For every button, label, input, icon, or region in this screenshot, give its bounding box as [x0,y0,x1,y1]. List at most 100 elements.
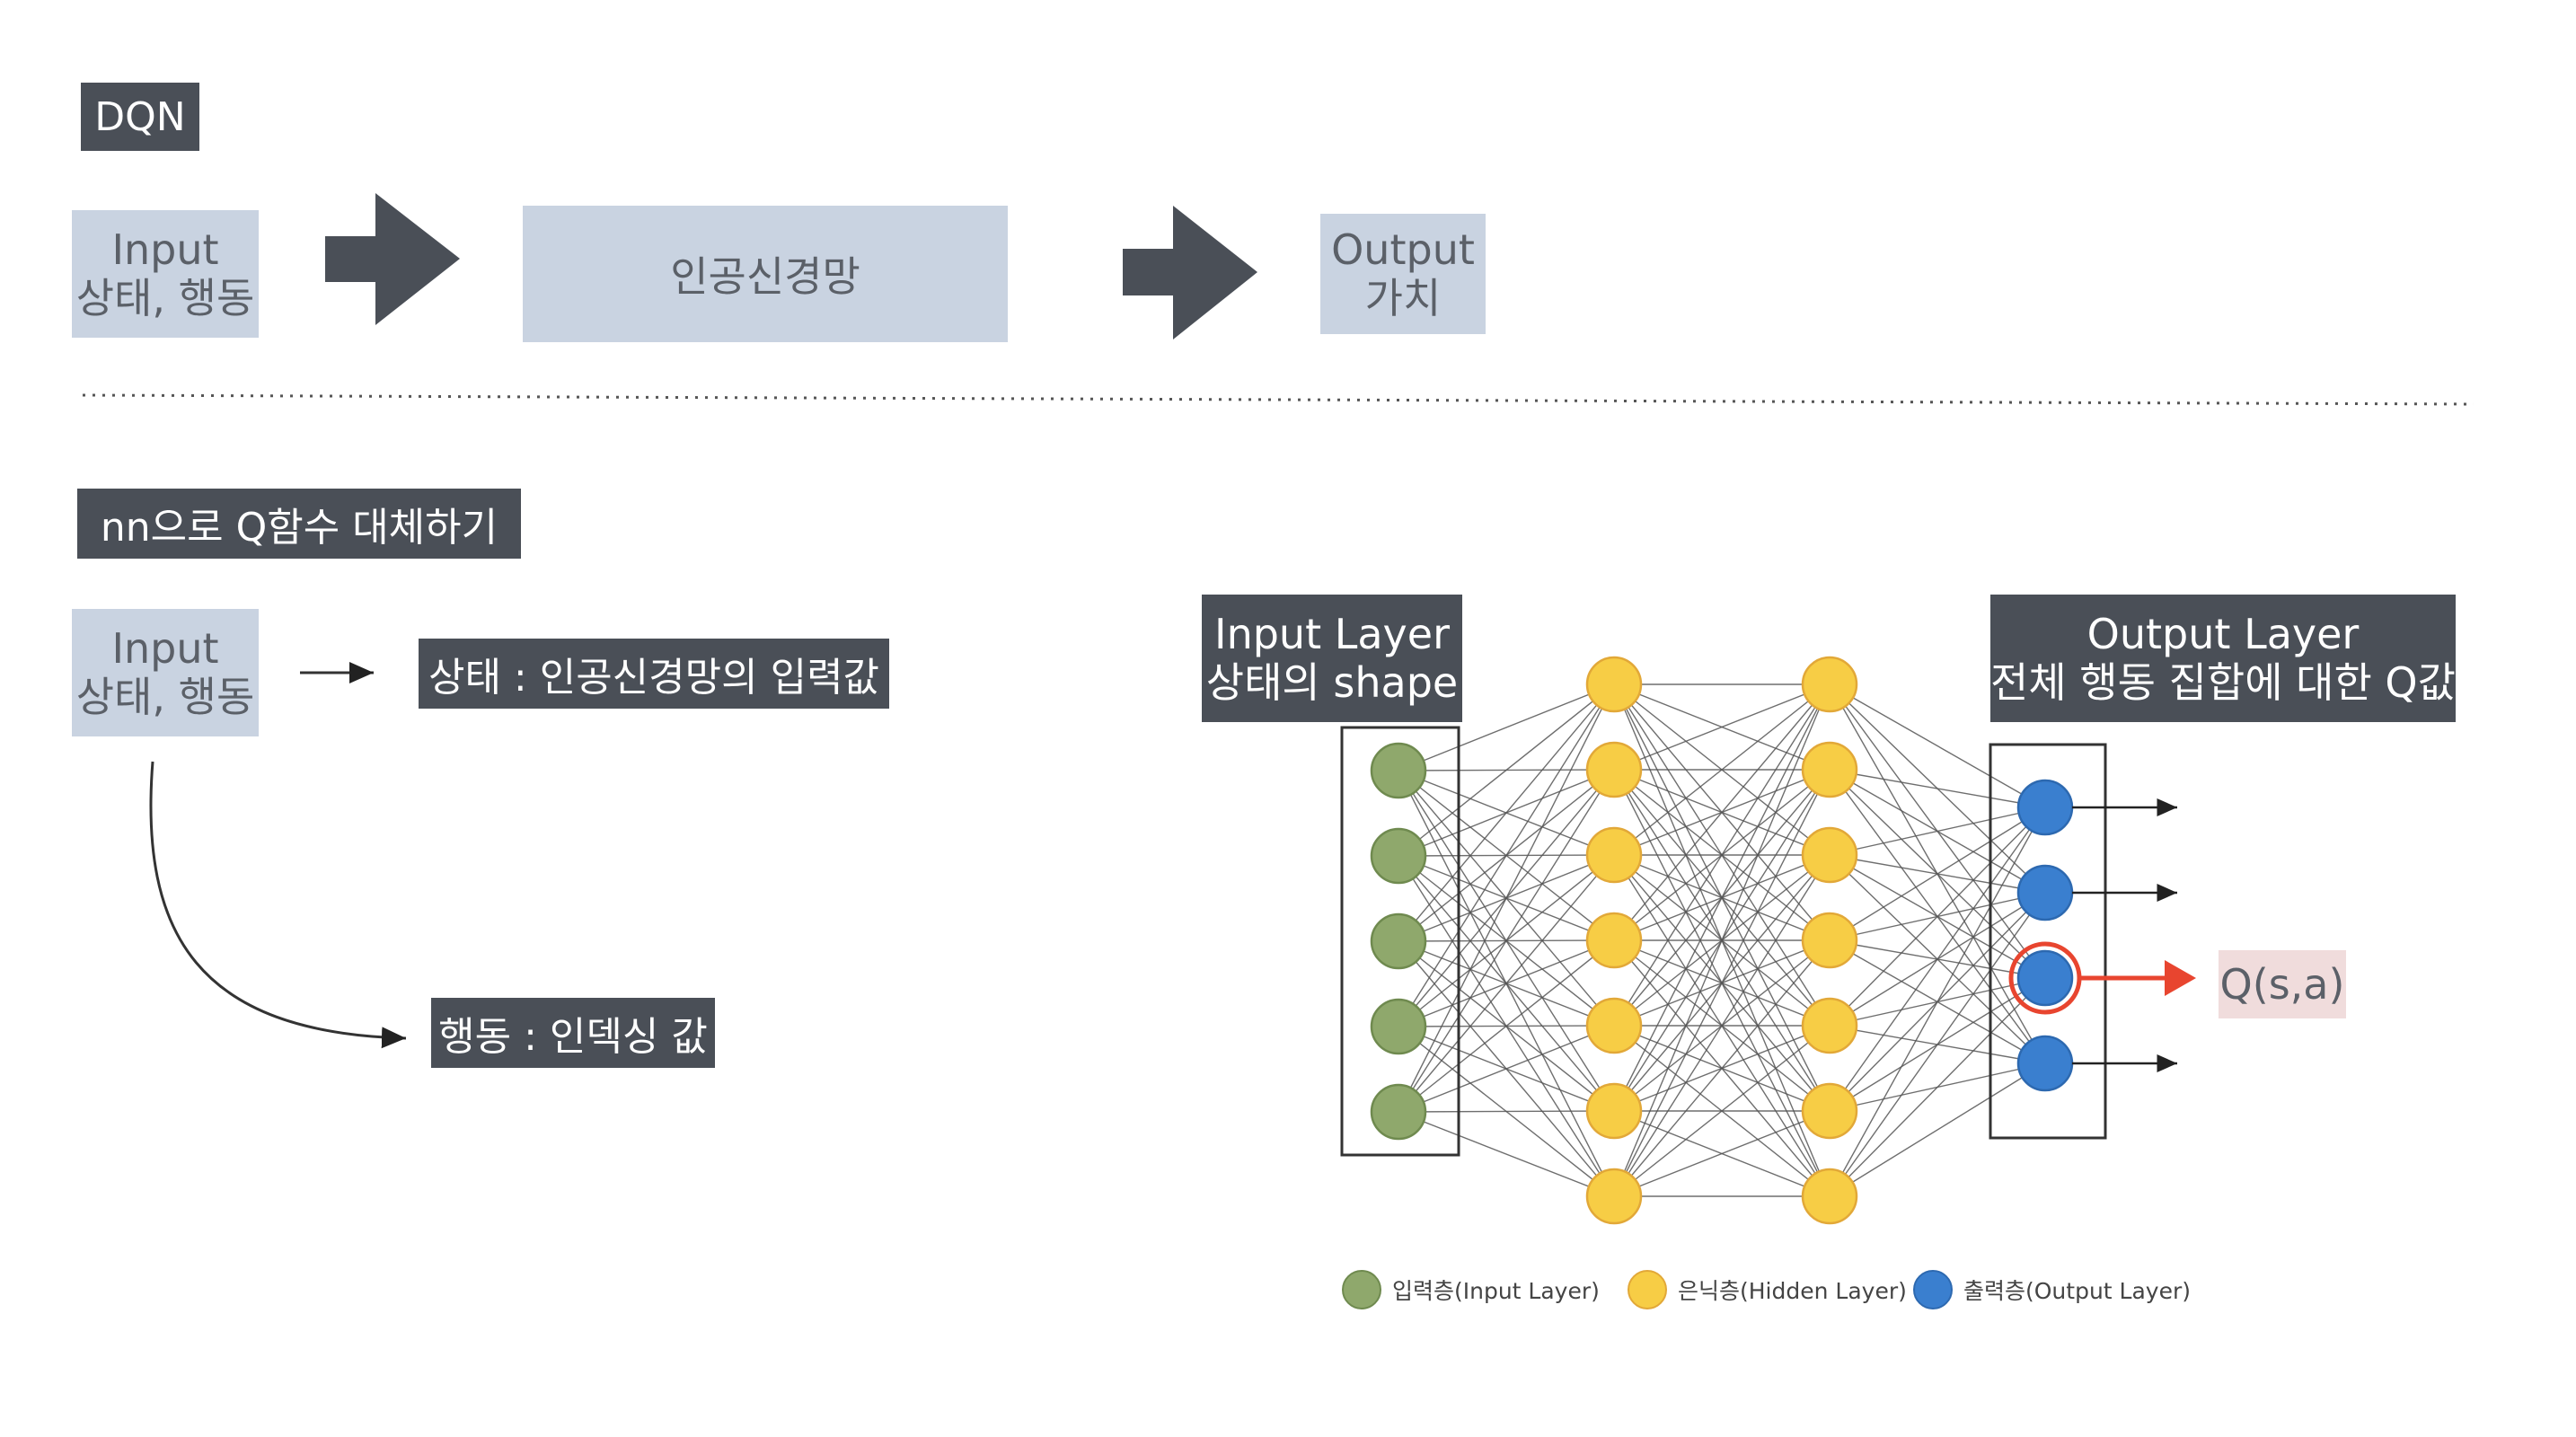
hidden1-node [1585,826,1643,884]
network-edge [1398,769,1615,1113]
network-edge [1613,683,1831,856]
output-node [2016,1035,2074,1092]
network-edge [1613,769,1831,1197]
hidden2-node [1801,1168,1858,1225]
output-node [2016,864,2074,921]
action-label: 행동 : 인덱싱 값 [431,998,715,1068]
output-layer-title-line2: 전체 행동 집합에 대한 Q값 [1990,658,2456,707]
top-input-line1: Input [111,225,219,274]
hidden1-node [1585,741,1643,798]
network-edge [1829,977,2046,1197]
output-layer-frame [1989,743,2107,1140]
block-arrow-2 [1123,206,1257,339]
block-arrow-1 [325,193,460,325]
legend-output-dot [1913,1270,1953,1309]
network-edge [1613,683,1831,941]
network-edge [1829,1062,2046,1197]
hidden1-node [1585,997,1643,1054]
output-node [2016,949,2074,1007]
network-edge [1398,683,1615,771]
input-layer-frame [1340,726,1460,1157]
legend-input-label: 입력층(Input Layer) [1392,1278,1600,1304]
network-edge [1398,1110,1615,1113]
action-curve-arrow [149,761,407,1049]
legend-hidden: 은닉층(Hidden Layer) [1628,1270,1907,1309]
network-edge [1398,683,1615,857]
input-layer-title-line1: Input Layer [1214,609,1450,658]
state-label: 상태 : 인공신경망의 입력값 [419,639,889,709]
network-edge [1613,1025,1831,1197]
hidden2-node [1801,912,1858,969]
hidden2-node [1801,741,1858,798]
legend-output: 출력층(Output Layer) [1913,1270,2191,1309]
network-edge [1398,683,1615,942]
input-layer-title: Input Layer 상태의 shape [1202,595,1462,722]
legend-hidden-label: 은닉층(Hidden Layer) [1678,1278,1907,1304]
network-edge [1398,854,1615,1113]
dqn-tag-text: DQN [94,93,186,140]
hidden1-node [1585,656,1643,713]
action-label-text: 행동 : 인덱싱 값 [438,1014,708,1060]
top-output-line1: Output [1331,225,1475,274]
top-input-line2: 상태, 행동 [75,274,255,322]
dqn-tag: DQN [81,83,199,151]
q-value-label-text: Q(s,a) [2219,960,2345,1009]
network-nodes [1370,656,2074,1225]
network-edge [1613,683,1831,1197]
layer-frames [1340,726,2107,1157]
network-edge [1398,1111,1615,1197]
hidden2-node [1801,1082,1858,1140]
network-edge [1398,939,1615,1113]
bottom-input-line1: Input [111,623,219,673]
network-edge [1829,892,2046,1197]
dotted-separator [82,393,2475,406]
network-edge [1398,1025,1615,1113]
input-node [1370,827,1427,885]
output-layer-title-line1: Output Layer [2086,609,2360,658]
network-edge [1613,854,1831,1197]
network-edge [1829,769,2046,808]
network-edge [1613,939,1831,1197]
network-edges [1398,683,2046,1197]
hidden1-node [1585,1082,1643,1140]
hidden2-node [1801,997,1858,1054]
network-edge [1398,683,1615,1027]
hidden2-node [1801,656,1858,713]
legend-input: 입력층(Input Layer) [1342,1270,1600,1309]
network-edge [1829,807,2046,1112]
network-edge [1613,1110,1831,1197]
legend-hidden-dot [1628,1270,1667,1309]
network-edge [1613,683,1831,771]
network-edge [1829,807,2046,941]
network-edge [1613,683,1831,1027]
legend-input-dot [1342,1270,1381,1309]
bottom-input-box: Input 상태, 행동 [72,609,259,736]
network-edge [1398,683,1615,1113]
hidden1-node [1585,912,1643,969]
state-label-text: 상태 : 인공신경망의 입력값 [428,655,880,701]
nn-q-tag: nn으로 Q함수 대체하기 [77,489,521,559]
bottom-input-line2: 상태, 행동 [75,673,255,721]
input-node [1370,1083,1427,1141]
network-edge [1829,807,2046,1197]
input-node [1370,912,1427,970]
hidden1-node [1585,1168,1643,1225]
output-arrows [2008,798,2196,1072]
input-node [1370,742,1427,799]
q-value-label: Q(s,a) [2219,950,2346,1018]
top-nn-box: 인공신경망 [523,206,1008,342]
network-edge [1613,683,1831,1112]
top-input-box: Input 상태, 행동 [72,210,259,338]
top-nn-label: 인공신경망 [670,252,860,301]
nn-q-tag-text: nn으로 Q함수 대체하기 [100,505,498,551]
input-layer-title-line2: 상태의 shape [1205,658,1459,707]
legend-output-label: 출력층(Output Layer) [1963,1278,2191,1304]
network-edge [1829,683,2046,808]
top-output-line2: 가치 [1364,274,1442,322]
output-layer-title: Output Layer 전체 행동 집합에 대한 Q값 [1990,595,2456,722]
input-node [1370,998,1427,1055]
hidden2-node [1801,826,1858,884]
network-edge [1829,807,2046,1027]
output-node [2016,779,2074,836]
